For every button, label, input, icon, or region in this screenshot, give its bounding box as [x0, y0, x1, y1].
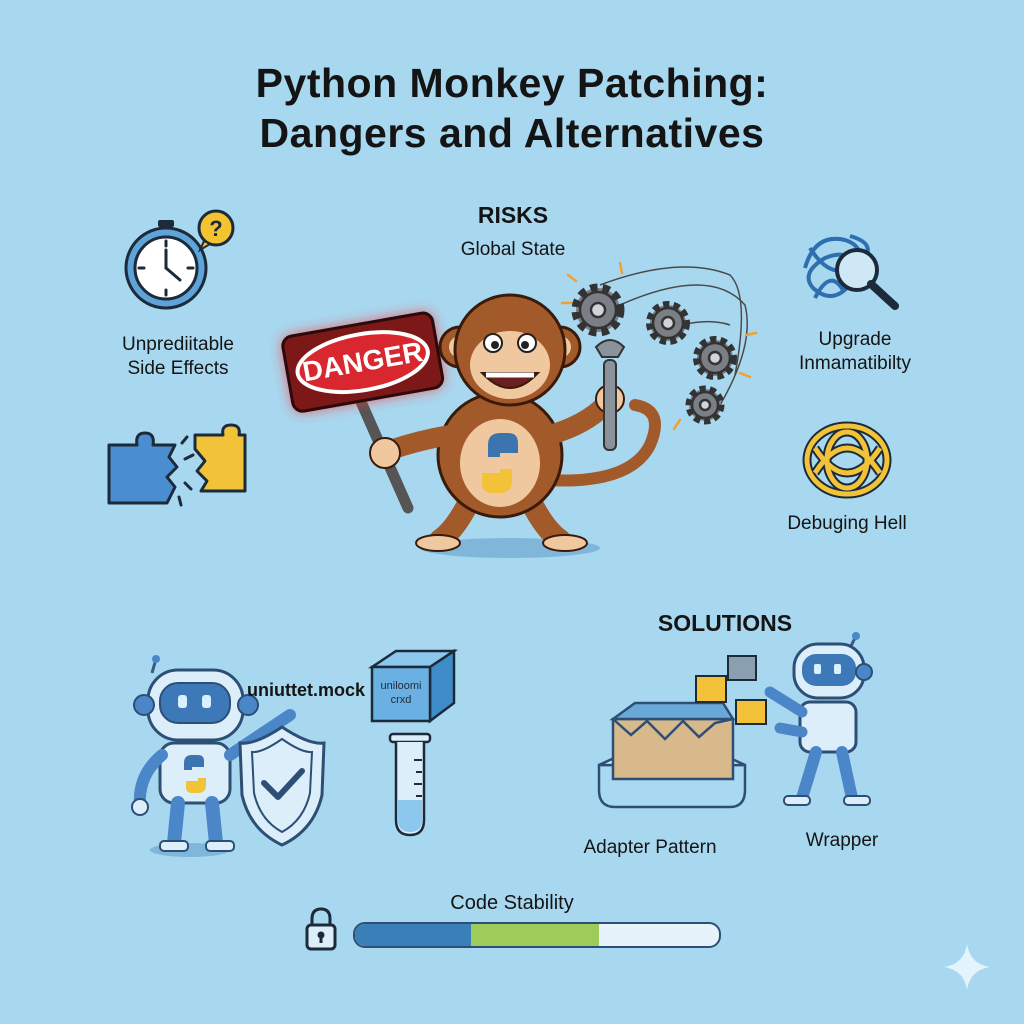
solutions-heading: SOLUTIONS [657, 610, 793, 636]
page-title: Python Monkey Patching: Dangers and Alte… [0, 58, 1024, 158]
global-state-label: Global State [460, 239, 566, 260]
test-tube-icon [388, 732, 432, 837]
lock-icon [305, 907, 337, 951]
adapter-pattern-label: Adapter Pattern [583, 837, 717, 858]
side-effects-label: Unprediitable Side Effects [122, 334, 234, 379]
wrapper-robot-illustration [764, 632, 873, 806]
wrench-icon [594, 339, 626, 451]
tangled-magnifier-icon [803, 234, 899, 310]
svg-text:?: ? [209, 216, 222, 241]
title-line-2: Dangers and Alternatives [259, 110, 765, 156]
risks-heading: RISKS [477, 202, 549, 228]
stability-bar-green-segment [471, 924, 599, 946]
monkey-illustration [369, 293, 661, 558]
shield-check-icon [238, 725, 326, 847]
danger-sign: DANGER [281, 311, 445, 514]
knot-icon [802, 421, 892, 499]
mock-box-icon: uniloomi crxd [367, 648, 459, 724]
gears-icon [560, 261, 758, 431]
stability-progress-bar [353, 922, 721, 948]
unittest-mock-label: uniuttet.mock [247, 680, 366, 700]
sparkle-icon [944, 944, 990, 990]
upgrade-label: Upgrade Inmamatibilty [799, 329, 911, 374]
code-stability-label: Code Stability [450, 892, 574, 914]
stability-bar-blue-segment [355, 924, 472, 946]
wrapper-label: Wrapper [805, 830, 879, 851]
svg-text:uniloomi: uniloomi [381, 680, 422, 692]
python-logo-icon [482, 433, 518, 493]
yellow-blocks-icon [695, 655, 767, 725]
robot-shield-illustration [131, 655, 326, 857]
title-line-1: Python Monkey Patching: [255, 60, 769, 106]
clock-question-icon: ? [124, 209, 235, 310]
svg-text:crxd: crxd [391, 694, 412, 706]
broken-puzzle-icon [107, 423, 247, 507]
debugging-hell-label: Debuging Hell [787, 513, 907, 534]
